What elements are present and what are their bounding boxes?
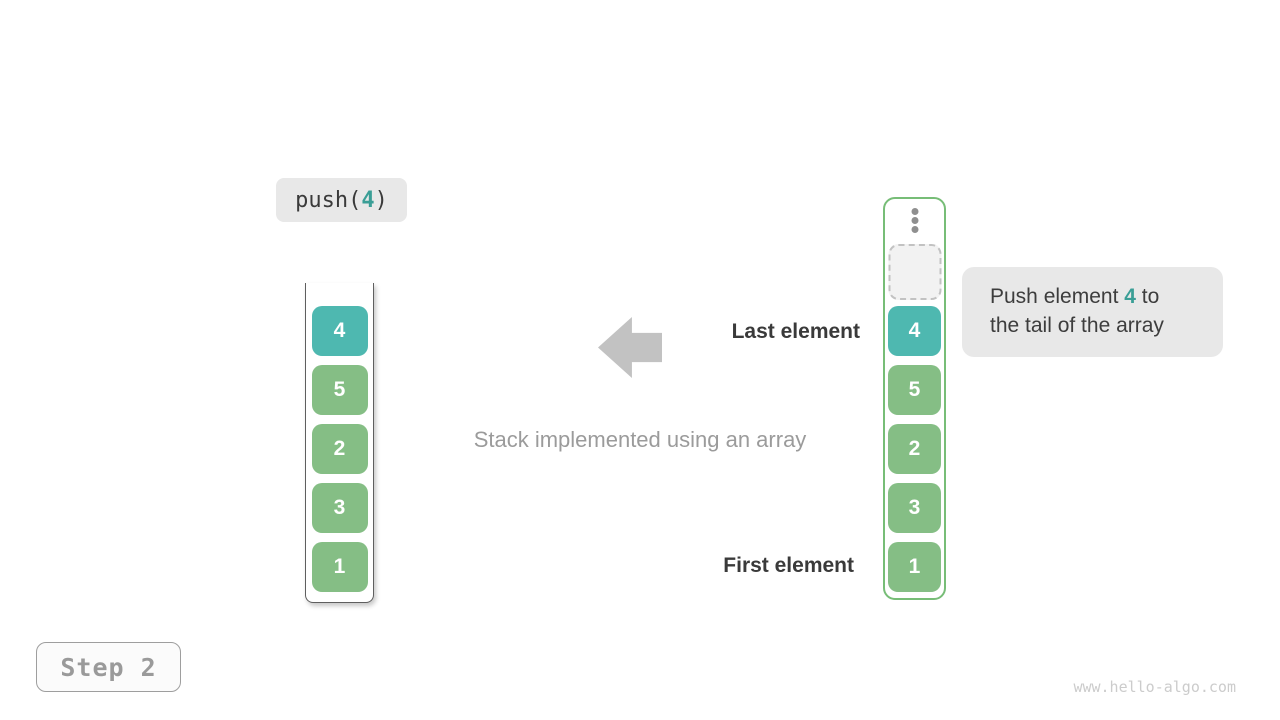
push-operation-badge: push(4) bbox=[276, 178, 407, 222]
stack-cell-4: 4 bbox=[311, 306, 368, 356]
ellipsis-dot bbox=[911, 217, 918, 224]
stack-cell-1: 1 bbox=[888, 542, 941, 592]
stack-cells: 4 5 2 3 1 bbox=[885, 306, 944, 592]
stack-cell-5: 5 bbox=[888, 365, 941, 415]
last-element-label: Last element bbox=[731, 320, 860, 343]
push-operation-suffix: ) bbox=[374, 187, 388, 213]
stack-frame: 4 5 2 3 1 bbox=[883, 197, 946, 600]
watermark-url: www.hello-algo.com bbox=[1073, 678, 1236, 696]
tooltip-text-line2: the tail of the array bbox=[990, 314, 1164, 337]
tooltip-text-after: to bbox=[1135, 285, 1160, 308]
ellipsis-dot bbox=[911, 208, 918, 215]
push-operation-arg: 4 bbox=[361, 187, 375, 213]
ellipsis-dot bbox=[911, 226, 918, 233]
tooltip-callout: Push element 4 to the tail of the array bbox=[962, 267, 1223, 357]
stack-cell-3: 3 bbox=[311, 483, 368, 533]
vertical-ellipsis-icon bbox=[911, 208, 918, 233]
push-operation-prefix: push( bbox=[295, 187, 362, 213]
stack-cell-3: 3 bbox=[888, 483, 941, 533]
stack-cell-2: 2 bbox=[311, 424, 368, 474]
stack-cell-5: 5 bbox=[311, 365, 368, 415]
stack-cell-4: 4 bbox=[888, 306, 941, 356]
dashed-empty-slot bbox=[888, 244, 941, 300]
tooltip-highlight-value: 4 bbox=[1124, 285, 1136, 308]
stack-cell-1: 1 bbox=[311, 542, 368, 592]
array-stack-cells: 4 5 2 3 1 bbox=[306, 306, 373, 592]
first-element-label: First element bbox=[723, 554, 854, 577]
tooltip-text-before: Push element bbox=[990, 285, 1125, 308]
stack-cell-2: 2 bbox=[888, 424, 941, 474]
step-badge: Step 2 bbox=[36, 642, 181, 692]
diagram-caption: Stack implemented using an array bbox=[473, 427, 807, 452]
array-stack-frame: 4 5 2 3 1 bbox=[305, 283, 374, 603]
